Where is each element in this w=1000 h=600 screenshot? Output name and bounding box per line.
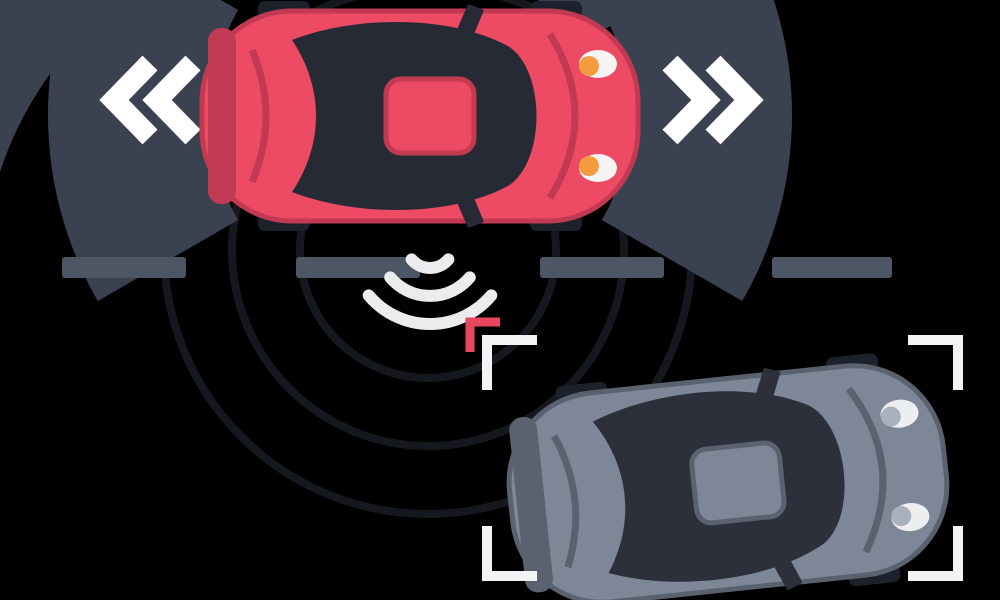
viewfinder-corner-top-right [908,335,963,390]
chevron-left-1 [99,55,158,145]
gray-car-mirror-bottom [772,559,803,591]
red-car-rear-band [208,28,236,204]
red-car-roof [383,76,477,156]
red-car-headlight-orange [579,156,599,176]
sonar-wave-1 [405,253,455,274]
red-car-mirror-top [456,4,484,34]
chevron-right-1 [662,55,721,145]
chevron-right-2 [705,55,764,145]
gray-car-headlight-inner [891,506,912,527]
red-car-rear-vent-line [248,48,270,184]
chevron-left-2 [142,55,201,145]
viewfinder-corner-bottom-left [482,526,537,581]
red-car-headlight-bottom [579,154,617,182]
gray-car-hood-line [845,386,887,554]
red-corner-marker [465,317,500,352]
gray-car [506,353,950,600]
sonar-wave-3 [362,289,498,330]
red-car-headlight-orange [579,56,599,76]
red-car-headlight-top [579,50,617,78]
chevron-double-right-icon [662,55,764,145]
gray-car-headlight-bottom [891,503,930,532]
red-car-mirror-bottom [456,198,484,228]
lane-dash-1 [62,257,186,278]
gray-car-roof [689,440,787,526]
red-car [199,1,641,231]
sonar-wave-2 [384,271,476,302]
gray-car-rear-band [509,417,553,593]
chevron-double-left-icon [99,55,201,145]
gray-car-headlight-inner [880,406,901,427]
lane-dash-3 [540,257,664,278]
viewfinder-corners-icon [482,335,963,581]
gray-car-headlight-top [880,399,919,428]
viewfinder-corner-top-left [482,335,537,390]
gray-car-mirror-top [755,367,781,397]
lane-dash-2 [296,257,420,278]
lane-marking-group [62,257,892,278]
lane-dash-4 [772,257,892,278]
red-car-hood-line [547,32,579,200]
viewfinder-corner-bottom-right [908,526,963,581]
sonar-waves-icon [362,253,498,330]
sensor-wedge-top-left [0,0,122,172]
gray-car-rear-vent-line [550,434,580,569]
sensor-fan-right [601,0,792,301]
